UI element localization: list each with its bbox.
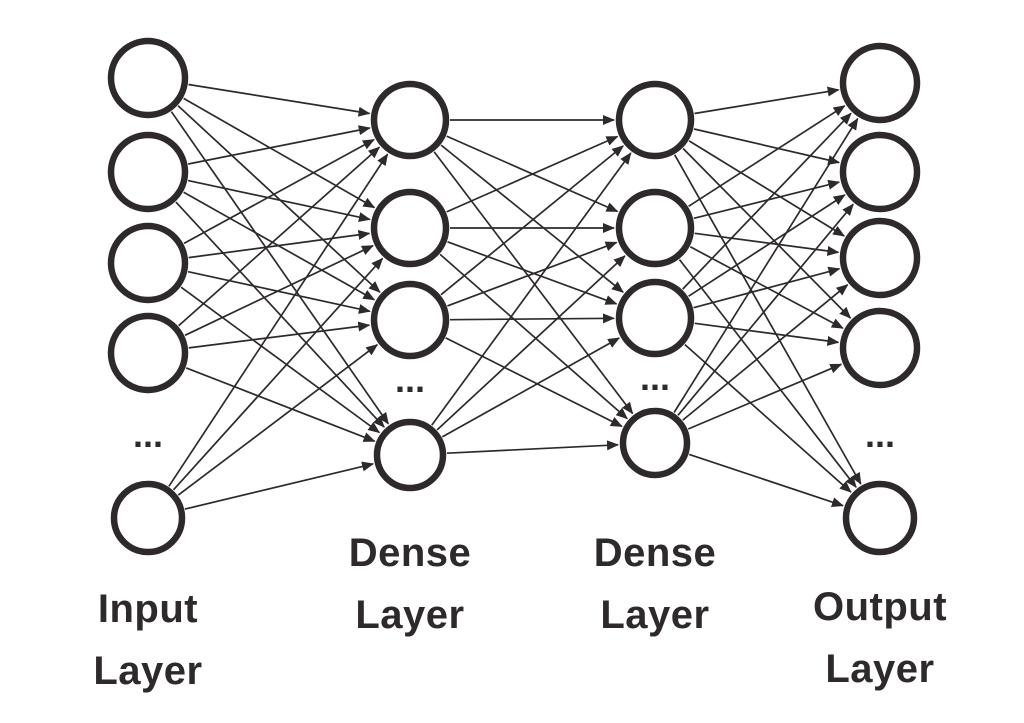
connection-arrow	[688, 453, 844, 507]
connection-arrow	[178, 146, 381, 327]
neuron-node-dense-layer-1	[370, 80, 450, 160]
label-line: Layer	[600, 593, 710, 637]
connection-arrow	[688, 140, 846, 237]
connection-arrow	[441, 337, 621, 438]
label-input-layer: Input Layer	[93, 578, 202, 702]
neuron-node-output-layer	[839, 217, 921, 299]
connections-group	[168, 83, 862, 510]
neuron-node-dense-layer-2	[619, 407, 691, 479]
label-dense-layer-2: Dense Layer	[594, 522, 717, 646]
connection-arrow	[184, 461, 375, 510]
connection-arrow	[688, 105, 846, 208]
label-line: Layer	[825, 647, 935, 691]
connection-arrow	[446, 440, 619, 455]
connection-arrow	[180, 286, 381, 434]
connection-arrow	[188, 229, 371, 259]
label-line: Input	[97, 587, 199, 631]
connection-arrow	[440, 145, 624, 296]
label-line: Dense	[593, 531, 717, 575]
connection-arrow	[431, 152, 632, 426]
connection-arrow	[188, 125, 371, 165]
connection-arrow	[673, 154, 862, 485]
nodes-group: ............	[107, 37, 921, 556]
connection-arrow	[677, 203, 854, 416]
connection-arrow	[187, 270, 371, 314]
label-line: Layer	[93, 649, 203, 693]
connection-arrow	[449, 313, 615, 324]
neuron-node-dense-layer-2	[615, 80, 695, 160]
connection-arrow	[183, 138, 375, 245]
neuron-node-output-layer	[839, 42, 921, 124]
neuron-node-dense-layer-1	[373, 418, 447, 492]
connection-arrow	[187, 179, 371, 222]
neuron-node-dense-layer-2	[615, 278, 695, 358]
connection-arrow	[168, 153, 389, 487]
connection-arrow	[188, 83, 371, 117]
neuron-node-input-layer	[107, 312, 189, 394]
neuron-node-output-layer	[839, 131, 921, 213]
connection-arrow	[446, 135, 619, 213]
label-output-layer: Output Layer	[813, 576, 947, 700]
connection-arrow	[440, 144, 624, 293]
neuron-node-dense-layer-1	[370, 280, 450, 360]
label-line: Layer	[355, 593, 465, 637]
connection-arrow	[172, 257, 384, 491]
connection-arrow	[175, 201, 385, 428]
connection-arrow	[678, 259, 857, 488]
connection-arrow	[682, 112, 852, 290]
connection-arrow	[436, 255, 626, 431]
connection-arrow	[694, 86, 840, 115]
neuron-node-output-layer	[839, 307, 921, 389]
connection-arrow	[693, 266, 841, 309]
label-dense-layer-1: Dense Layer	[349, 522, 472, 646]
connection-arrow	[693, 128, 841, 165]
ellipsis-dense-layer-2: ...	[640, 357, 670, 398]
ellipsis-dense-layer-1: ...	[395, 359, 425, 400]
connection-arrow	[682, 284, 849, 421]
connection-arrow	[433, 151, 634, 415]
connection-arrow	[170, 111, 389, 425]
neuron-node-input-layer	[107, 37, 189, 119]
neuron-node-output-layer	[842, 480, 918, 556]
connection-arrow	[447, 241, 618, 305]
connection-arrow	[694, 232, 840, 256]
connection-arrow	[177, 105, 381, 293]
connection-arrow	[687, 363, 843, 430]
label-line: Output	[812, 585, 948, 629]
connection-arrow	[445, 337, 623, 428]
connection-arrow	[673, 117, 859, 413]
neuron-node-input-layer	[110, 480, 186, 556]
connection-arrow	[447, 241, 618, 307]
label-line: Dense	[348, 531, 472, 575]
neuron-node-dense-layer-2	[615, 188, 695, 268]
connection-arrow	[694, 322, 840, 346]
neuron-node-input-layer	[107, 222, 189, 304]
connection-arrow	[184, 244, 374, 337]
ellipsis-input-layer: ...	[133, 414, 163, 455]
connection-arrow	[682, 147, 852, 319]
connection-arrow	[688, 194, 846, 297]
ellipsis-output-layer: ...	[865, 414, 895, 455]
connection-arrow	[439, 253, 628, 420]
connection-arrow	[188, 321, 371, 349]
connection-arrow	[183, 97, 376, 209]
neuron-node-dense-layer-1	[370, 188, 450, 268]
connection-arrow	[177, 344, 379, 496]
connection-arrow	[185, 367, 376, 442]
connection-arrow	[684, 343, 852, 493]
neuron-node-input-layer	[107, 131, 189, 213]
